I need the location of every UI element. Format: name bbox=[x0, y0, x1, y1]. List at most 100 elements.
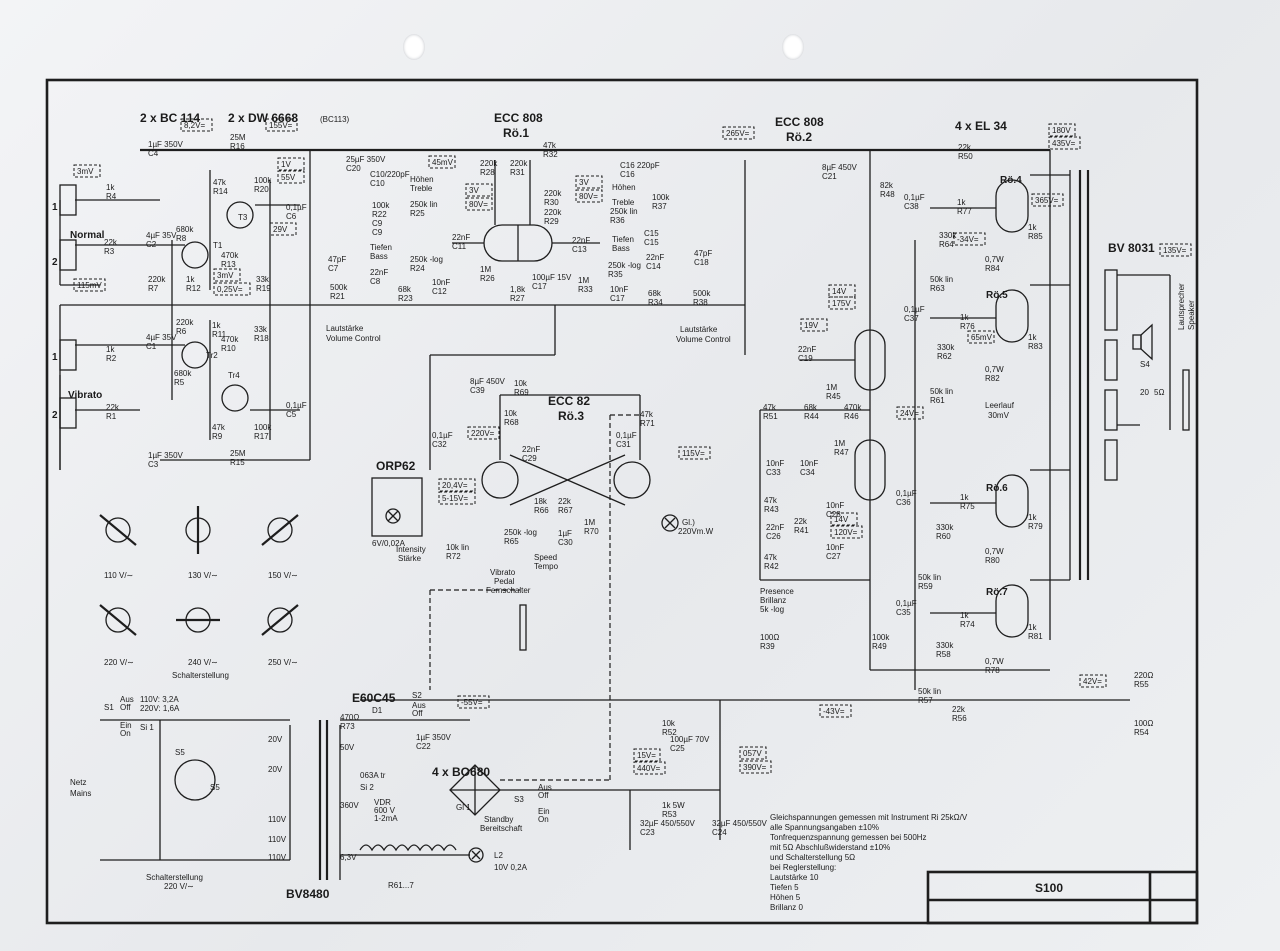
switch-s3-off: Off bbox=[538, 791, 549, 800]
capacitor-label: C35 bbox=[896, 608, 911, 617]
voltage-value: 390V= bbox=[743, 763, 767, 772]
title-block bbox=[926, 870, 1199, 925]
capacitor-label: C16 bbox=[620, 170, 635, 179]
resistor-label: R58 bbox=[936, 650, 951, 659]
voltage-value: -34V= bbox=[957, 235, 979, 244]
resistor-label: R20 bbox=[254, 185, 269, 194]
voltage-value: 365V= bbox=[1035, 196, 1059, 205]
switch-s5-b: S5 bbox=[210, 783, 220, 792]
capacitor-label: 1µF 350V bbox=[148, 140, 184, 149]
voltage-value: 120V= bbox=[834, 528, 858, 537]
resistor-label: 1k bbox=[1028, 623, 1037, 632]
voltage-value: 29V bbox=[273, 225, 288, 234]
resistor-label: 1M bbox=[584, 518, 595, 527]
resistor-label: 470k bbox=[844, 403, 862, 412]
capacitor-label: C37 bbox=[904, 314, 919, 323]
capacitor-label: C31 bbox=[616, 440, 631, 449]
resistor-label: 1k bbox=[106, 183, 115, 192]
voltage-value: -43V= bbox=[823, 707, 845, 716]
switch-s1-off: Off bbox=[120, 703, 131, 712]
resistor-label: R65 bbox=[504, 537, 519, 546]
resistor-label: 1k bbox=[960, 493, 969, 502]
resistor-label: R64 bbox=[939, 240, 954, 249]
voltage-value: 80V= bbox=[469, 200, 488, 209]
voltage-box: 265V= bbox=[722, 126, 755, 140]
voltage-box: 3mV bbox=[73, 164, 101, 178]
capacitor-label: C21 bbox=[822, 172, 837, 181]
resistor-label: R22 bbox=[372, 210, 387, 219]
title-block-model: S100 bbox=[1035, 881, 1063, 895]
capacitor-label: C17 bbox=[610, 294, 625, 303]
capacitor-label: C28 bbox=[826, 510, 841, 519]
resistor-label: R72 bbox=[446, 552, 461, 561]
resistor-label: 680k bbox=[174, 369, 192, 378]
switch-s2: S2 bbox=[412, 691, 422, 700]
note-line: alle Spannungsangaben ±10% bbox=[770, 823, 879, 832]
resistor-label: R48 bbox=[880, 190, 895, 199]
resistor-label: R4 bbox=[106, 192, 117, 201]
capacitor-label: C13 bbox=[572, 245, 587, 254]
switch-s3-on: On bbox=[538, 815, 549, 824]
capacitor-label: C30 bbox=[558, 538, 573, 547]
resistor-label: 68k bbox=[648, 289, 662, 298]
resistor-label: 68k bbox=[398, 285, 412, 294]
capacitor-label: 100µF 70V bbox=[670, 735, 710, 744]
resistor-label: 0,7W bbox=[985, 255, 1004, 264]
capacitor-label: 0,1µF bbox=[616, 431, 637, 440]
power-tube-ref-1: Rö.4 bbox=[1000, 175, 1022, 186]
resistor-label: R78 bbox=[985, 666, 1000, 675]
resistor-label: 1k bbox=[960, 313, 969, 322]
resistor-label: 1k bbox=[1028, 513, 1037, 522]
voltage-annotations: 8,2V=155V=265V=180V435V=365V=135V=3mV115… bbox=[73, 118, 1192, 775]
jack-3-label: 1 bbox=[52, 352, 58, 363]
resistor-label: R46 bbox=[844, 412, 859, 421]
resistor-label: R75 bbox=[960, 502, 975, 511]
resistor-label: 250k -log bbox=[410, 255, 443, 264]
fuse-si1-rating: 110V: 3,2A bbox=[140, 695, 179, 704]
resistor-label: 82k bbox=[880, 181, 894, 190]
resistor-label: 220k bbox=[480, 159, 498, 168]
punch-hole-left bbox=[403, 34, 425, 60]
switch-s1-ein: Ein bbox=[120, 721, 132, 730]
voltage-box: 15V= bbox=[633, 748, 661, 762]
resistor-label: R37 bbox=[652, 202, 667, 211]
capacitor-label: C10 bbox=[370, 179, 385, 188]
capacitor-label: C7 bbox=[328, 264, 339, 273]
resistor-label: 47k bbox=[213, 178, 227, 187]
resistor-label: 1M bbox=[578, 276, 589, 285]
resistor-label: 100k bbox=[254, 176, 272, 185]
resistor-label: R68 bbox=[504, 418, 519, 427]
resistor-label: R57 bbox=[918, 696, 933, 705]
capacitor-label: C14 bbox=[646, 262, 661, 271]
voltage-box: 5-15V= bbox=[438, 491, 476, 505]
resistor-label: 1,8k bbox=[510, 285, 526, 294]
switch-s1-aus: Aus bbox=[120, 695, 134, 704]
resistor-label: R27 bbox=[510, 294, 525, 303]
output-transformer bbox=[1069, 170, 1190, 580]
capacitor-label: C2 bbox=[146, 240, 157, 249]
schematic-labels: 2 x BC 114 2 x DW 6668 (BC113) ECC 808 R… bbox=[52, 111, 1196, 901]
resistor-label: R67 bbox=[558, 506, 573, 515]
voltage-box: -43V= bbox=[819, 704, 852, 718]
capacitor-label: 0,1µF bbox=[896, 489, 917, 498]
rectifier-bridge: 4 x BO680 bbox=[432, 765, 490, 779]
resistor-label: R47 bbox=[834, 448, 849, 457]
tube-v3-ref: Rö.3 bbox=[558, 409, 584, 423]
xfmr-tap-6: 110V bbox=[268, 835, 287, 844]
resistor-label: R59 bbox=[918, 582, 933, 591]
standby-label-de: Bereitschaft bbox=[480, 824, 523, 833]
resistor-label: R77 bbox=[957, 207, 972, 216]
resistor-label: R62 bbox=[937, 352, 952, 361]
capacitor-label: 10nF bbox=[800, 459, 818, 468]
volume1-label: Lautstärke bbox=[326, 324, 364, 333]
voltage-value: 15V= bbox=[637, 751, 656, 760]
resistor-label: R82 bbox=[985, 374, 1000, 383]
capacitor-label: 10nF bbox=[432, 278, 450, 287]
presence-note: 5k -log bbox=[760, 605, 784, 614]
note-line: Tonfrequenzspannung gemessen bei 500Hz bbox=[770, 833, 927, 842]
voltage-box: 8,2V= bbox=[180, 118, 213, 132]
voltage-value: 135V= bbox=[1163, 246, 1187, 255]
capacitor-label: 22nF bbox=[452, 233, 470, 242]
transistor-label-1: T3 bbox=[238, 213, 248, 222]
capacitor-label: 1µF bbox=[558, 529, 572, 538]
